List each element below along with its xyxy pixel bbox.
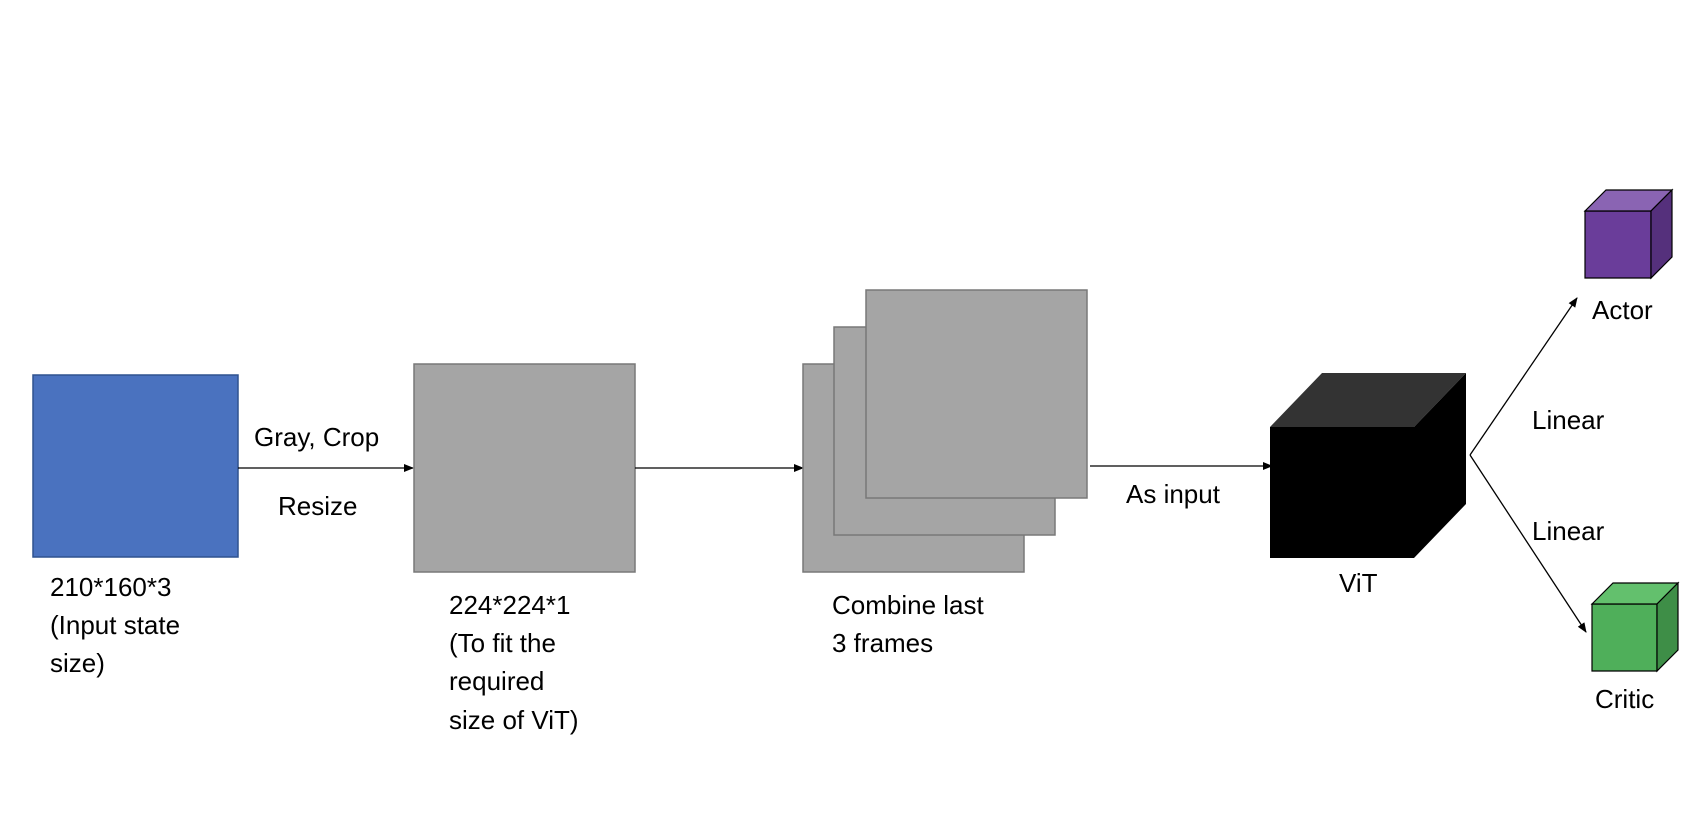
input-size-line2: (Input state	[50, 610, 180, 640]
combine-frames-label: Combine last 3 frames	[832, 590, 991, 658]
critic-label: Critic	[1595, 684, 1654, 714]
critic-cube-front	[1591, 603, 1658, 672]
linear-critic-label: Linear	[1532, 516, 1605, 546]
resized-line4: size of ViT)	[449, 705, 579, 735]
arrow-vit-to-actor	[1469, 297, 1578, 456]
actor-cube-side	[1650, 188, 1673, 280]
as-input-label: As input	[1126, 479, 1221, 509]
resized-size-label: 224*224*1 (To fit the required size of V…	[449, 590, 579, 735]
combine-line1: Combine last	[832, 590, 985, 620]
arrow-vit-to-critic	[1469, 454, 1587, 633]
preprocess-label: Gray, Crop Resize	[254, 422, 386, 521]
resized-line1: 224*224*1	[449, 590, 570, 620]
combine-line2: 3 frames	[832, 628, 933, 658]
vit-cube-top	[1270, 373, 1466, 427]
stacked-frame-front	[865, 289, 1088, 499]
critic-cube	[1590, 581, 1680, 673]
preprocess-line1: Gray, Crop	[254, 422, 379, 452]
stacked-frames	[802, 289, 1088, 573]
resized-line3: required	[449, 666, 544, 696]
input-size-line3: size)	[50, 648, 105, 678]
critic-cube-side	[1656, 581, 1679, 673]
preprocess-line2: Resize	[278, 491, 357, 521]
vit-label: ViT	[1339, 568, 1378, 598]
linear-actor-label: Linear	[1532, 405, 1605, 435]
preprocessed-frame-block	[413, 363, 636, 573]
vit-cube-front	[1270, 427, 1414, 558]
input-state-block	[32, 374, 239, 558]
input-size-label: 210*160*3 (Input state size)	[50, 572, 187, 678]
actor-cube-front	[1584, 210, 1652, 279]
vit-cube-side	[1414, 373, 1466, 558]
actor-cube	[1583, 188, 1674, 280]
input-size-line1: 210*160*3	[50, 572, 171, 602]
vit-cube	[1270, 373, 1466, 558]
actor-label: Actor	[1592, 295, 1653, 325]
resized-line2: (To fit the	[449, 628, 556, 658]
